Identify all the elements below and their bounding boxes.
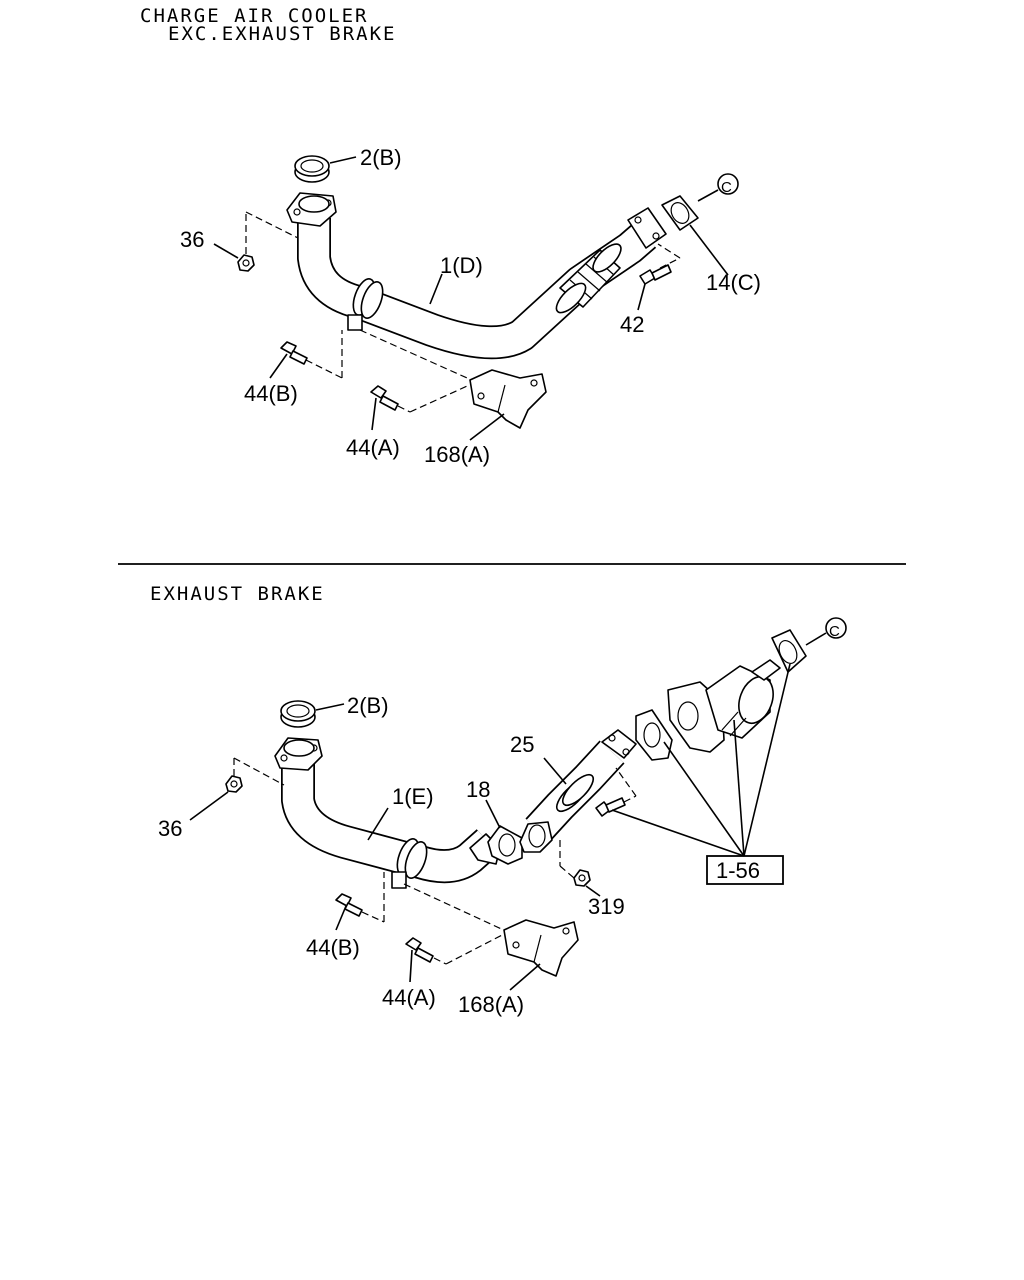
label-42: 42 — [620, 312, 644, 337]
gasket-brake-outlet[interactable] — [771, 629, 807, 673]
label-14c: 14(C) — [706, 270, 761, 295]
exhaust-pipe-1e[interactable] — [274, 737, 501, 889]
label-36-bottom: 36 — [158, 816, 182, 841]
label-44a-bottom: 44(A) — [382, 985, 436, 1010]
label-2b-top: 2(B) — [360, 145, 402, 170]
svg-text:C: C — [829, 623, 840, 640]
pipe-25[interactable] — [519, 729, 637, 853]
label-2b-bottom: 2(B) — [347, 693, 389, 718]
label-168a-top: 168(A) — [424, 442, 490, 467]
nut-36-bottom[interactable] — [225, 775, 243, 793]
bolt-44b-top[interactable] — [280, 341, 308, 365]
gasket-14c-top[interactable] — [661, 195, 699, 231]
exhaust-brake-unit[interactable] — [635, 659, 781, 761]
gasket-2b-top[interactable] — [294, 155, 330, 183]
ref-c-bottom: C — [825, 617, 847, 640]
bolt-44a-bottom[interactable] — [405, 937, 434, 963]
ref-box-1-56[interactable]: 1-56 — [706, 855, 784, 885]
bracket-168a-bottom[interactable] — [503, 919, 579, 977]
bottom-heading: EXHAUST BRAKE — [150, 583, 325, 605]
label-44b-top: 44(B) — [244, 381, 298, 406]
nut-319[interactable] — [573, 869, 591, 887]
label-319: 319 — [588, 894, 625, 919]
label-18: 18 — [466, 777, 490, 802]
gasket-18[interactable] — [487, 825, 523, 865]
label-44a-top: 44(A) — [346, 435, 400, 460]
label-168a-bottom: 168(A) — [458, 992, 524, 1017]
label-1d: 1(D) — [440, 253, 483, 278]
ref-c-top: C — [717, 173, 739, 196]
svg-text:C: C — [721, 179, 732, 196]
top-heading-line1: CHARGE AIR COOLER — [140, 5, 368, 27]
bracket-168a-top[interactable] — [469, 369, 547, 429]
exhaust-pipe-1d[interactable] — [286, 192, 667, 360]
bolt-44a-top[interactable] — [370, 385, 399, 411]
bolt-42[interactable] — [639, 264, 672, 285]
label-25: 25 — [510, 732, 534, 757]
svg-text:1-56: 1-56 — [716, 858, 760, 883]
top-section: CHARGE AIR COOLER EXC.EXHAUST BRAKE — [140, 5, 761, 467]
label-1e: 1(E) — [392, 784, 434, 809]
label-44b-bottom: 44(B) — [306, 935, 360, 960]
bottom-section: EXHAUST BRAKE 2(B) — [150, 583, 847, 1017]
nut-36-top[interactable] — [237, 254, 255, 272]
bolt-44b-bottom[interactable] — [335, 893, 363, 917]
bolt-exhaust-brake[interactable] — [595, 797, 626, 817]
gasket-2b-bottom[interactable] — [280, 700, 316, 728]
top-heading-line2: EXC.EXHAUST BRAKE — [168, 23, 396, 45]
label-36-top: 36 — [180, 227, 204, 252]
